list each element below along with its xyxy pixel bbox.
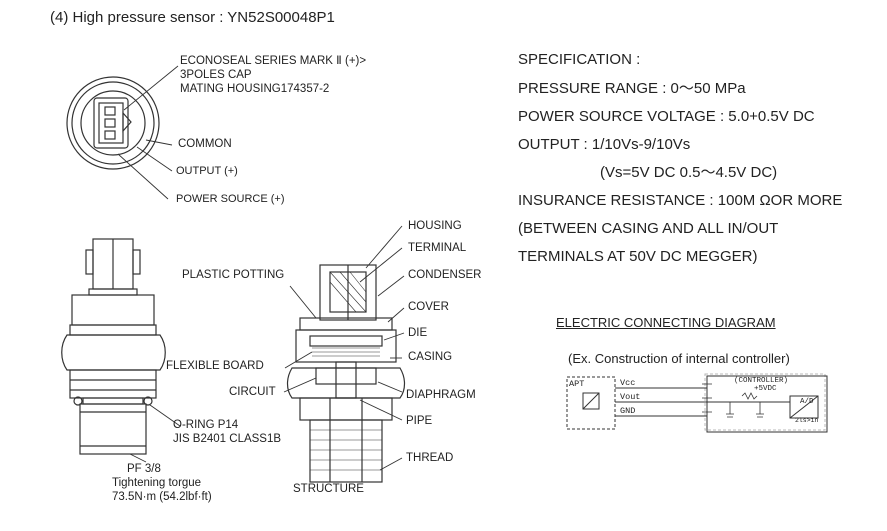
ad-sub-label: 2ls>in bbox=[795, 417, 819, 424]
vout-label: Vout bbox=[620, 392, 641, 402]
electric-diagram-lines bbox=[566, 373, 828, 433]
structure-caption: STRUCTURE bbox=[293, 483, 364, 495]
torque-label: Tightening torgue bbox=[112, 477, 202, 489]
page-title: (4) High pressure sensor : YN52S00048P1 bbox=[50, 9, 335, 26]
spec-between-casing: (BETWEEN CASING AND ALL IN/OUT bbox=[518, 220, 779, 237]
common-label: COMMON bbox=[178, 138, 232, 150]
casing-label: CASING bbox=[408, 351, 453, 363]
plastic-potting-label: PLASTIC POTTING bbox=[182, 269, 285, 281]
ad-converter-label: A/D bbox=[800, 398, 814, 406]
cover-label: COVER bbox=[408, 301, 449, 313]
flexible-board-label: FLEXIBLE BOARD bbox=[166, 360, 264, 372]
circuit-label: CIRCUIT bbox=[229, 386, 276, 398]
spec-pressure-range: PRESSURE RANGE : 0～50 MPa bbox=[518, 80, 746, 97]
apt-label: APT bbox=[569, 379, 585, 389]
electric-diagram-note: (Ex. Construction of internal controller… bbox=[568, 351, 790, 366]
connector-leaders bbox=[117, 65, 179, 200]
condenser-label: CONDENSER bbox=[408, 269, 482, 281]
spec-output: OUTPUT : 1/10Vs-9/10Vs bbox=[518, 136, 691, 153]
gnd-label: GND bbox=[620, 406, 636, 416]
sensor-external-view bbox=[61, 238, 181, 463]
spec-power-voltage: POWER SOURCE VOLTAGE : 5.0+0.5V DC bbox=[518, 108, 815, 125]
pipe-label: PIPE bbox=[406, 415, 433, 427]
o-ring-label: O-RING P14 bbox=[173, 419, 239, 431]
supply-label: +5VDC bbox=[754, 385, 777, 393]
terminal-label: TERMINAL bbox=[408, 242, 467, 254]
mating-housing-label: MATING HOUSING174357-2 bbox=[180, 83, 330, 95]
die-label: DIE bbox=[408, 327, 428, 339]
structure-leaders bbox=[283, 225, 405, 471]
poles-cap-label: 3POLES CAP bbox=[180, 69, 252, 81]
housing-label: HOUSING bbox=[408, 220, 462, 232]
connector-end-view bbox=[66, 76, 160, 170]
torque-value: 73.5N·m (54.2lbf·ft) bbox=[112, 491, 212, 503]
spec-insurance-resistance: INSURANCE RESISTANCE : 100M ΩOR MORE bbox=[518, 192, 843, 209]
sensor-cross-section bbox=[286, 264, 406, 483]
controller-label: (CONTROLLER) bbox=[734, 377, 789, 385]
power-source-label: POWER SOURCE (+) bbox=[176, 193, 285, 205]
spec-heading: SPECIFICATION : bbox=[518, 51, 641, 68]
thread-label: THREAD bbox=[406, 452, 454, 464]
spec-output-note: (Vs=5V DC 0.5～4.5V DC) bbox=[600, 164, 778, 181]
spec-megger: TERMINALS AT 50V DC MEGGER) bbox=[518, 248, 758, 265]
jis-class-label: JIS B2401 CLASS1B bbox=[173, 433, 282, 445]
output-pin-label: OUTPUT (+) bbox=[176, 165, 238, 177]
electric-diagram-heading: ELECTRIC CONNECTING DIAGRAM bbox=[556, 315, 776, 330]
diaphragm-label: DIAPHRAGM bbox=[406, 389, 476, 401]
vcc-label: Vcc bbox=[620, 378, 636, 388]
econoseal-series-label: ECONOSEAL SERIES MARK Ⅱ (+)> bbox=[180, 55, 367, 67]
pf-thread-label: PF 3/8 bbox=[127, 463, 161, 475]
